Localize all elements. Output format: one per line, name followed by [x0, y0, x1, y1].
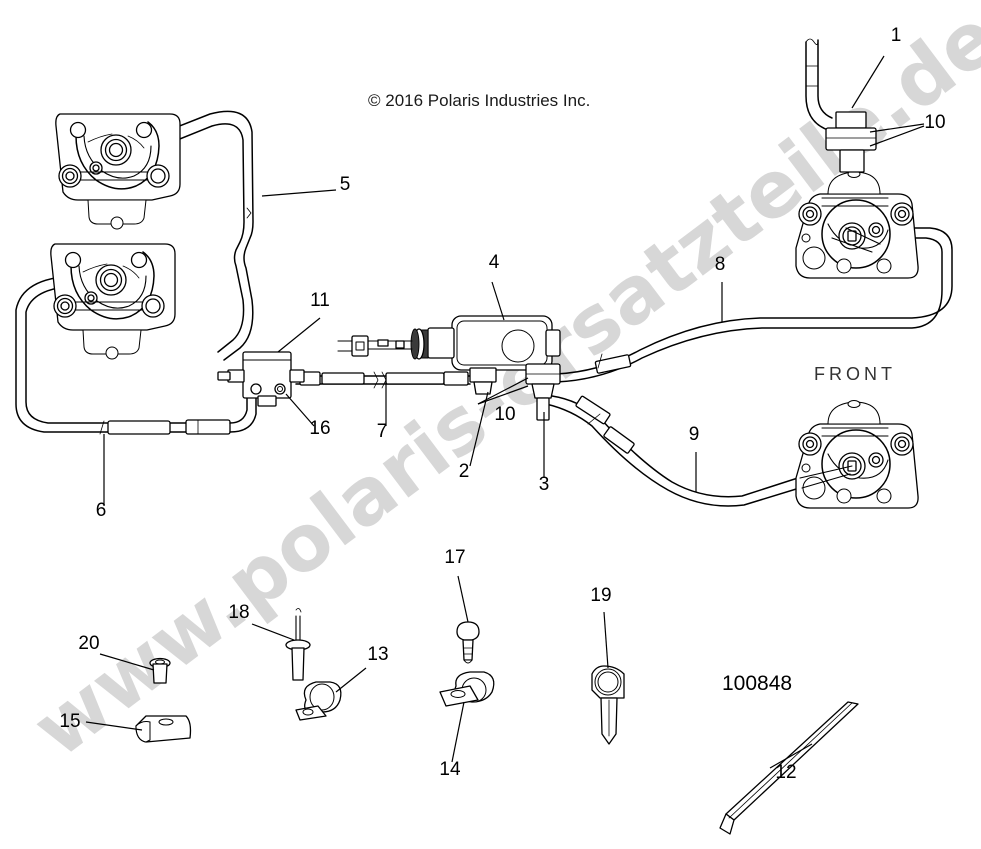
- callout-15[interactable]: 15: [59, 711, 80, 732]
- key: [591, 665, 625, 745]
- caliper-lower-right: [795, 399, 919, 509]
- callout-11[interactable]: 11: [310, 290, 330, 311]
- caliper-lower-right-hose-fitting: [799, 465, 853, 489]
- callout-1[interactable]: 1: [891, 25, 902, 46]
- push-rivet: [456, 621, 480, 664]
- callout-3[interactable]: 3: [539, 474, 550, 495]
- caliper-lower-left: [50, 243, 176, 360]
- brake-line-upper-right: [555, 227, 953, 383]
- callout-14[interactable]: 14: [439, 759, 461, 780]
- callout-10-top[interactable]: 10: [924, 112, 945, 133]
- callout-9[interactable]: 9: [689, 424, 700, 445]
- caliper-upper-right-hose-fitting: [831, 227, 881, 253]
- caliper-upper-left: [55, 113, 181, 230]
- part-number-label: 100848: [722, 672, 792, 695]
- junction-block: [217, 351, 305, 407]
- callout-18[interactable]: 18: [228, 602, 249, 623]
- callout-12[interactable]: 12: [775, 762, 796, 783]
- callout-16[interactable]: 16: [309, 418, 330, 439]
- callout-17[interactable]: 17: [444, 547, 465, 568]
- brake-rod: [719, 701, 859, 835]
- callout-20[interactable]: 20: [78, 633, 99, 654]
- cable-clamp-small: [295, 681, 342, 721]
- callout-4[interactable]: 4: [489, 252, 500, 273]
- callout-numbers: 1 2 3 4 5 6 7 8 9 10 10 11 12 13 14 15 1…: [59, 25, 945, 783]
- master-cylinder-reservoir: [337, 315, 561, 421]
- brake-line-center: [295, 371, 471, 389]
- copyright-notice: © 2016 Polaris Industries Inc.: [368, 91, 590, 110]
- callout-2[interactable]: 2: [459, 461, 470, 482]
- long-pin-rivet: [285, 608, 311, 681]
- cable-clamp-flanged: [439, 671, 495, 707]
- brake-line-lower-right: [545, 395, 807, 507]
- callout-5[interactable]: 5: [340, 174, 351, 195]
- screw: [149, 657, 171, 684]
- callout-10-mid[interactable]: 10: [494, 404, 515, 425]
- callout-6[interactable]: 6: [96, 500, 107, 521]
- front-orientation-label: FRONT: [814, 364, 896, 384]
- line-guide-block: [135, 715, 192, 743]
- callout-19[interactable]: 19: [590, 585, 611, 606]
- callout-13[interactable]: 13: [367, 644, 388, 665]
- leader-lines: [85, 189, 813, 769]
- callout-7[interactable]: 7: [377, 421, 388, 442]
- callout-8[interactable]: 8: [715, 254, 726, 275]
- banjo-bolt-upper-right: [805, 38, 925, 173]
